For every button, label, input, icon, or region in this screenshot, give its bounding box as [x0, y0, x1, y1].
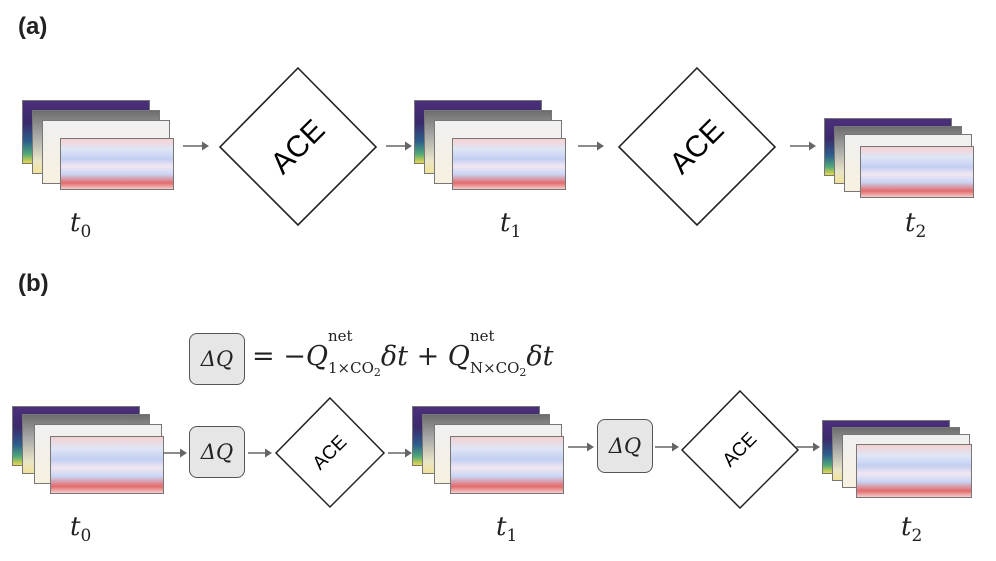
arrow-icon [578, 141, 604, 151]
arrow-icon [790, 141, 816, 151]
time-label-t0: t0 [70, 512, 92, 546]
state-stack-a-t2 [824, 118, 976, 210]
map-layer-anomaly [856, 444, 972, 498]
state-stack-a-t1 [414, 100, 566, 192]
panel-a-label: (a) [18, 13, 48, 40]
time-label-t1: t1 [496, 512, 518, 546]
map-layer-anomaly [60, 138, 174, 190]
map-layer-anomaly [450, 436, 564, 494]
delta-q-box-icon: ΔQ [597, 419, 653, 473]
time-label-t2: t2 [905, 208, 927, 242]
arrow-icon [183, 141, 209, 151]
arrow-icon [163, 448, 187, 458]
delta-q-box-icon: ΔQ [189, 333, 245, 385]
ace-model-diamond: ACE [680, 389, 800, 510]
state-stack-b-t0 [12, 406, 164, 498]
map-layer-anomaly [50, 436, 164, 494]
arrow-icon [568, 442, 594, 452]
arrow-icon [796, 442, 820, 452]
state-stack-a-t0 [22, 100, 174, 192]
time-label-t0: t0 [70, 208, 92, 242]
arrow-icon [388, 448, 412, 458]
time-label-t1: t1 [500, 208, 522, 242]
panel-b-label: (b) [18, 270, 49, 297]
arrow-icon [655, 442, 679, 452]
ace-model-diamond: ACE [617, 66, 777, 227]
state-stack-b-t1 [412, 406, 564, 498]
delta-q-box-icon: ΔQ [189, 426, 245, 478]
arrow-icon [386, 141, 412, 151]
state-stack-b-t2 [822, 420, 974, 500]
time-label-t2: t2 [901, 512, 923, 546]
ace-model-diamond: ACE [218, 66, 378, 227]
map-layer-anomaly [860, 146, 974, 198]
arrow-icon [248, 448, 272, 458]
map-layer-anomaly [452, 138, 566, 190]
ace-model-diamond: ACE [274, 396, 386, 509]
